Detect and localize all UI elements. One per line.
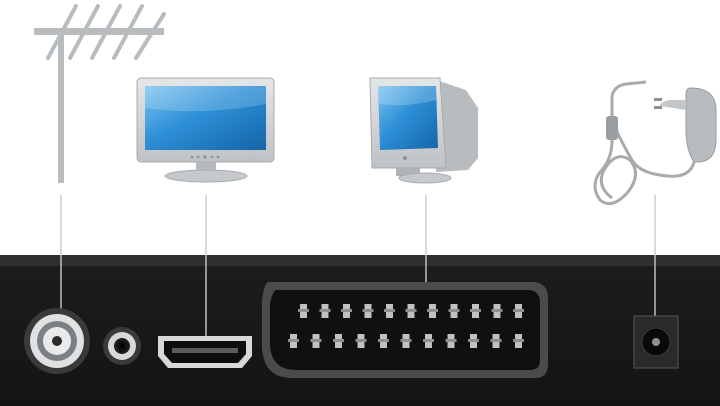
scart-pin-tab xyxy=(470,309,481,312)
scart-pin-tab xyxy=(513,339,524,342)
scart-pin-tab xyxy=(355,339,367,342)
scart-pin-tab xyxy=(341,309,352,312)
hdmi-port xyxy=(158,336,252,368)
scart-port xyxy=(262,282,548,378)
scart-pin-tab xyxy=(288,339,299,342)
scart-pin-tab xyxy=(427,309,438,312)
scart-pin-tab xyxy=(448,309,460,312)
scart-pin-tab xyxy=(468,339,479,342)
scart-pin-tab xyxy=(384,309,395,312)
power-adapter-icon xyxy=(593,80,717,206)
scart-pin-tab xyxy=(333,339,344,342)
scart-pin-tab xyxy=(400,339,412,342)
scart-pin-tab xyxy=(362,309,374,312)
scart-pin-tab xyxy=(491,309,503,312)
scart-pin-tab xyxy=(310,339,322,342)
scart-pin-tab xyxy=(405,309,417,312)
scart-pin-row-bottom xyxy=(288,334,524,348)
scart-pin-tab xyxy=(490,339,502,342)
crt-tv-icon xyxy=(369,77,478,184)
rf-antenna-input-port xyxy=(24,308,90,374)
dc-power-jack xyxy=(633,315,679,369)
flat-tv-icon xyxy=(136,77,275,183)
scart-pin-tab xyxy=(298,309,309,312)
audio-jack-icon xyxy=(103,327,141,365)
scart-pin-tab xyxy=(378,339,389,342)
scart-pin-tab xyxy=(423,339,434,342)
scart-pin-tab xyxy=(445,339,457,342)
scart-pin-tab xyxy=(513,309,524,312)
scart-pin-tab xyxy=(319,309,331,312)
scart-pin-row-top xyxy=(298,304,524,318)
antenna-icon xyxy=(34,4,166,183)
